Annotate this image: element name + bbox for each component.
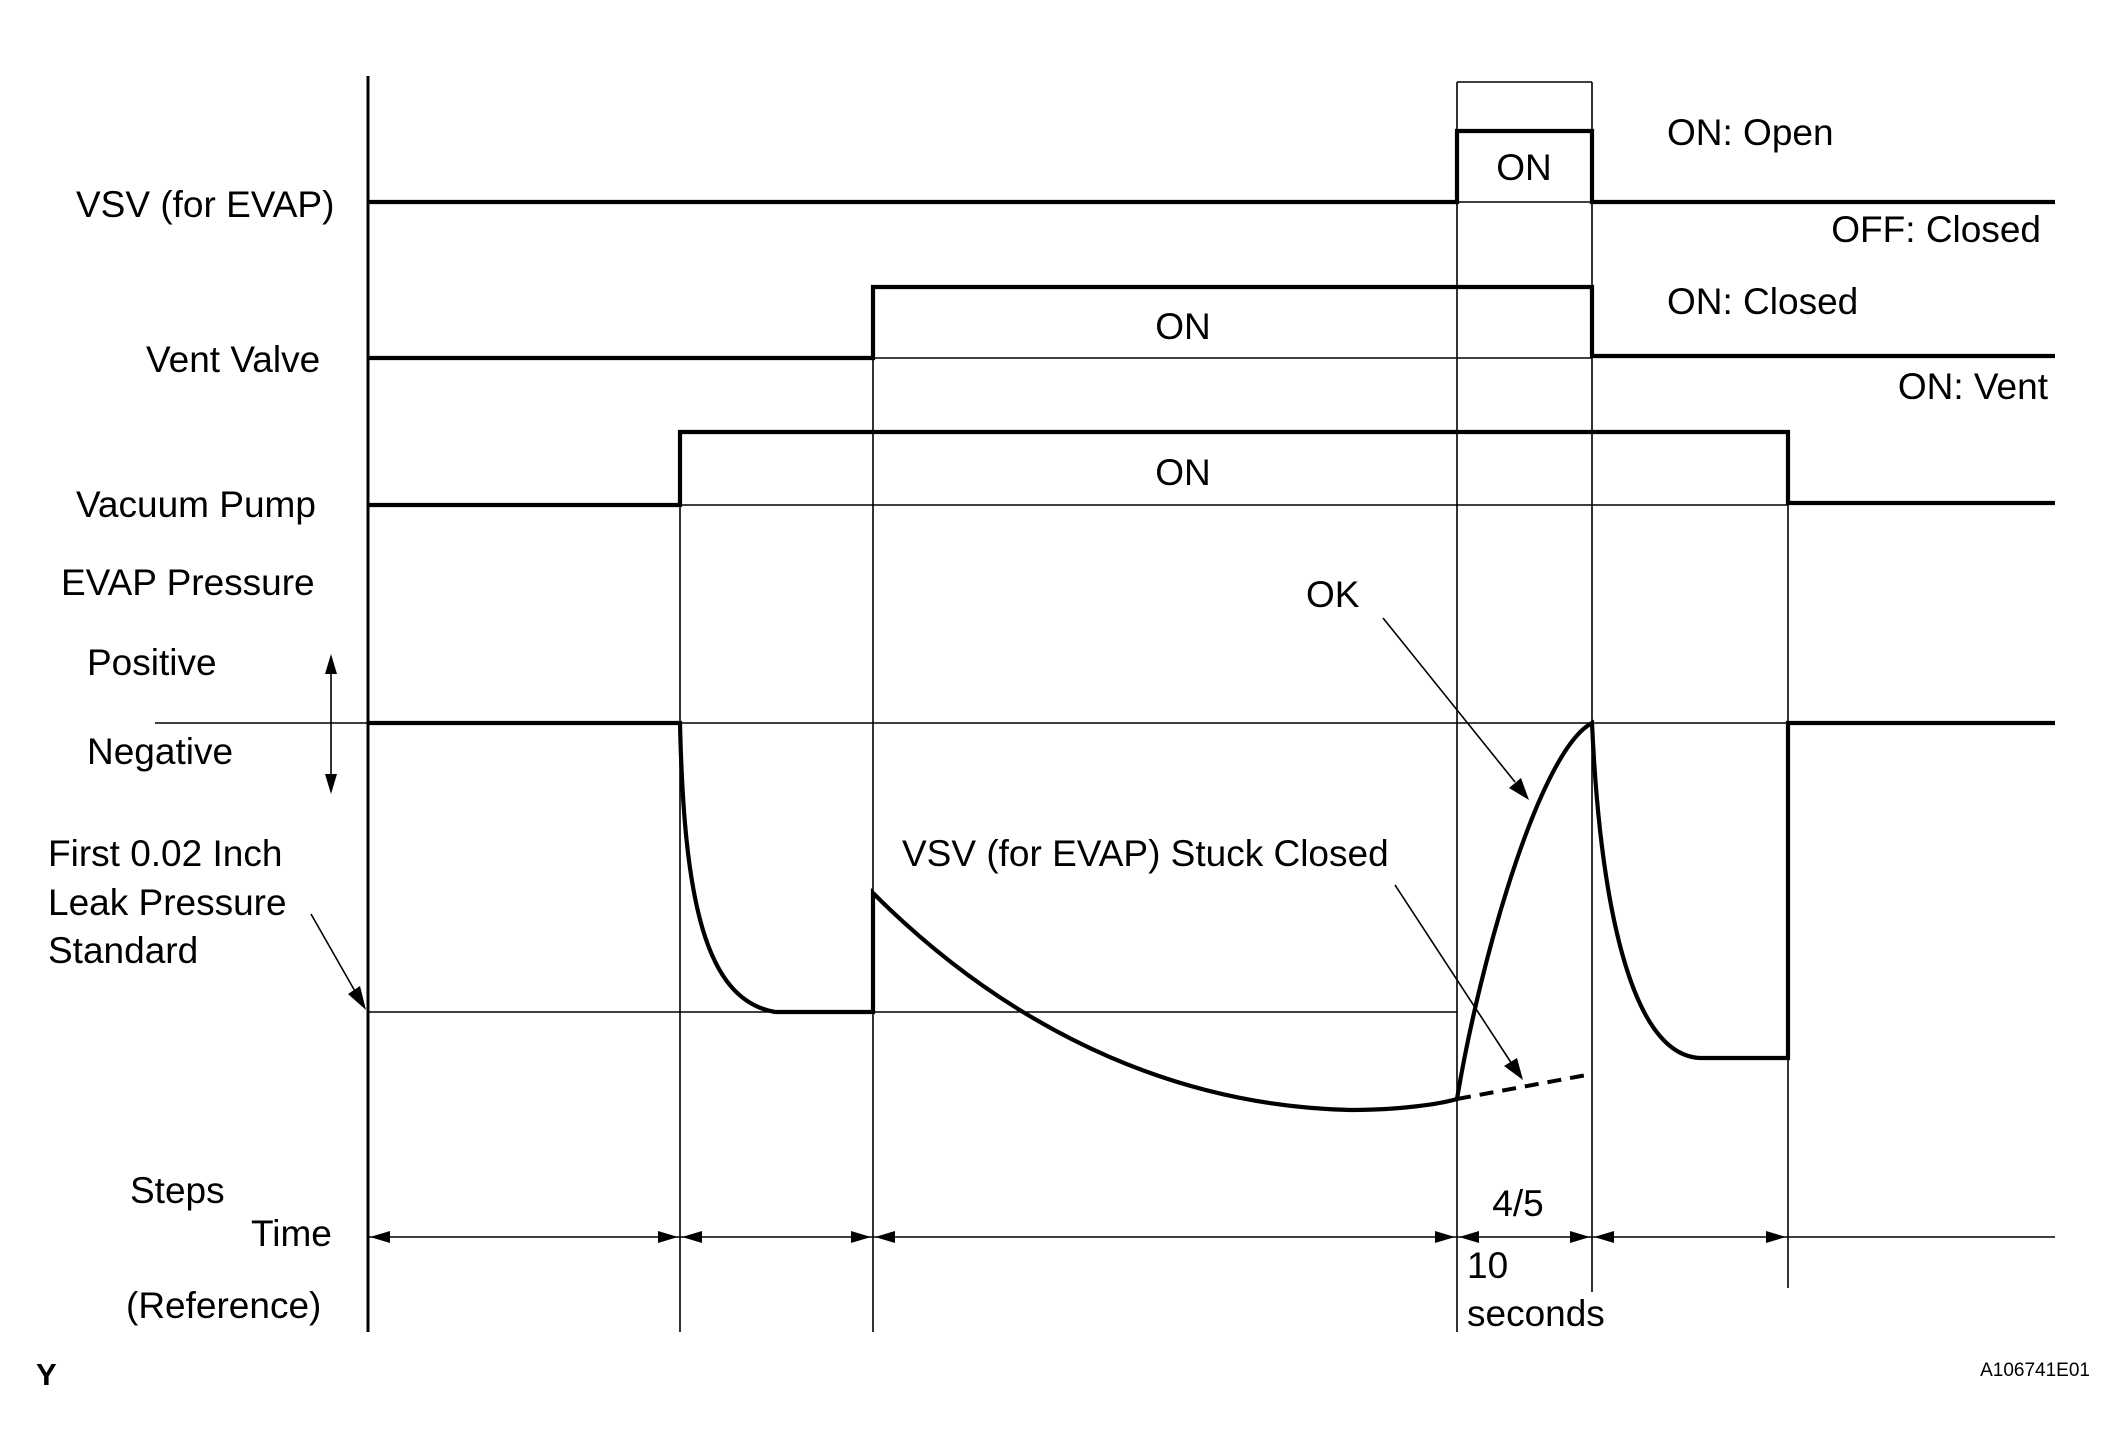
leak-standard-label-2: Leak Pressure — [48, 882, 287, 923]
vsv-off-state: OFF: Closed — [1831, 209, 2041, 250]
stuck-closed-label: VSV (for EVAP) Stuck Closed — [902, 833, 1389, 874]
ok-label: OK — [1306, 574, 1360, 615]
leak-standard-label-3: Standard — [48, 930, 198, 971]
figure-id: A106741E01 — [1980, 1360, 2090, 1381]
positive-negative-arrow — [325, 654, 337, 794]
evap-pressure-label: EVAP Pressure — [61, 562, 315, 603]
positive-label: Positive — [87, 642, 217, 683]
step-boundaries — [679, 81, 1789, 1332]
reference-label: (Reference) — [126, 1285, 321, 1326]
stuck-closed-dashed-line — [1456, 1072, 1593, 1101]
footer-left-mark: Y — [36, 1357, 57, 1392]
leak-standard-arrow — [310, 913, 366, 1010]
vsv-label: VSV (for EVAP) — [76, 184, 334, 225]
pump-on-label: ON — [1155, 452, 1211, 493]
vacuum-pump-signal: ON Vacuum Pump — [76, 429, 2055, 525]
interval-arrows — [370, 1231, 1786, 1243]
vsv-signal: ON VSV (for EVAP) ON: Open OFF: Closed — [76, 112, 2055, 250]
vsv-on-state: ON: Open — [1667, 112, 1834, 153]
steps-label: Steps — [130, 1170, 225, 1211]
evap-pressure-section: EVAP Pressure Positive Negative First 0.… — [48, 562, 2055, 1113]
vent-on-state: ON: Closed — [1667, 281, 1858, 322]
vacuum-pump-label: Vacuum Pump — [76, 484, 316, 525]
vent-valve-signal: ON Vent Valve ON: Closed ON: Vent — [146, 281, 2055, 407]
vent-off-state: ON: Vent — [1898, 366, 2049, 407]
ok-arrow — [1382, 617, 1529, 800]
steps-time-row: Steps Time (Reference) 4/5 10 seconds — [126, 1170, 2055, 1334]
vent-valve-label: Vent Valve — [146, 339, 320, 380]
negative-label: Negative — [87, 731, 233, 772]
vsv-on-label: ON — [1496, 147, 1552, 188]
duration-unit: seconds — [1467, 1293, 1605, 1334]
time-label: Time — [251, 1213, 332, 1254]
vent-on-label: ON — [1155, 306, 1211, 347]
leak-standard-label-1: First 0.02 Inch — [48, 833, 282, 874]
step-number-label: 4/5 — [1492, 1183, 1543, 1224]
pressure-curve — [368, 719, 2055, 1113]
duration-value: 10 — [1467, 1245, 1508, 1286]
stuck-closed-arrow — [1394, 884, 1523, 1080]
